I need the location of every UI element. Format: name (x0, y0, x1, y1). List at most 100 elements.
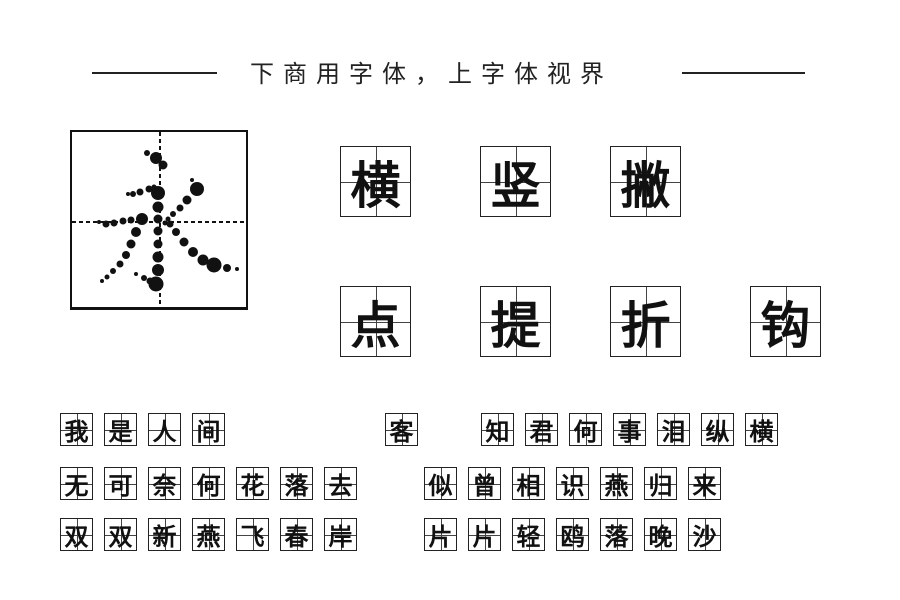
character-glyph: 客 (389, 417, 414, 446)
character-glyph: 相 (516, 471, 541, 500)
poem-char-box: 鸥 (556, 518, 589, 551)
divider-left (92, 72, 217, 74)
poem-char-box: 相 (512, 467, 545, 500)
poem-char-box: 岸 (324, 518, 357, 551)
poem-char-box: 知 (481, 413, 514, 446)
character-glyph: 横 (350, 155, 401, 215)
character-glyph: 晚 (648, 522, 673, 551)
character-glyph: 归 (648, 471, 673, 500)
character-glyph: 轻 (516, 522, 541, 551)
character-glyph: 提 (490, 295, 541, 355)
character-glyph: 曾 (472, 471, 497, 500)
poem-char-box: 事 (613, 413, 646, 446)
poem-char-box: 客 (385, 413, 418, 446)
character-glyph: 我 (64, 417, 89, 446)
poem-char-box: 归 (644, 467, 677, 500)
poem-char-box: 何 (569, 413, 602, 446)
character-glyph: 奈 (152, 471, 177, 500)
character-glyph: 来 (692, 471, 717, 500)
character-glyph: 鸥 (560, 522, 585, 551)
poem-char-box: 飞 (236, 518, 269, 551)
poem-char-box: 来 (688, 467, 721, 500)
character-glyph: 何 (196, 471, 221, 500)
poem-char-box: 春 (280, 518, 313, 551)
poem-char-box: 双 (104, 518, 137, 551)
stroke-example-box: 点 (340, 286, 411, 357)
poem-char-box: 片 (468, 518, 501, 551)
page-title: 下商用字体，上字体视界 (250, 60, 613, 88)
character-glyph: 沙 (692, 522, 717, 551)
poem-char-box: 似 (424, 467, 457, 500)
poem-char-box: 花 (236, 467, 269, 500)
poem-char-box: 可 (104, 467, 137, 500)
character-glyph: 横 (749, 417, 774, 446)
stroke-example-box: 竖 (480, 146, 551, 217)
character-glyph: 知 (485, 417, 510, 446)
poem-char-box: 是 (104, 413, 137, 446)
character-glyph: 似 (428, 471, 453, 500)
character-glyph: 落 (284, 471, 309, 500)
poem-char-box: 横 (745, 413, 778, 446)
character-glyph: 事 (617, 417, 642, 446)
poem-char-box: 奈 (148, 467, 181, 500)
poem-char-box: 无 (60, 467, 93, 500)
poem-char-box: 识 (556, 467, 589, 500)
character-glyph: 钩 (760, 295, 811, 355)
yong-character-icon (72, 132, 248, 309)
poem-char-box: 双 (60, 518, 93, 551)
stroke-example-box: 横 (340, 146, 411, 217)
character-glyph: 燕 (196, 522, 221, 551)
poem-char-box: 纵 (701, 413, 734, 446)
character-glyph: 新 (152, 522, 177, 551)
character-glyph: 点 (350, 295, 401, 355)
poem-char-box: 落 (600, 518, 633, 551)
poem-char-box: 间 (192, 413, 225, 446)
poem-char-box: 何 (192, 467, 225, 500)
character-glyph: 是 (108, 417, 133, 446)
poem-char-box: 沙 (688, 518, 721, 551)
character-glyph: 无 (64, 471, 89, 500)
character-glyph: 片 (428, 522, 453, 551)
poem-char-box: 人 (148, 413, 181, 446)
character-glyph: 人 (152, 417, 177, 446)
character-glyph: 间 (196, 417, 221, 446)
poem-char-box: 晚 (644, 518, 677, 551)
character-glyph: 可 (108, 471, 133, 500)
header: 下商用字体，上字体视界 (0, 52, 900, 92)
character-glyph: 燕 (604, 471, 629, 500)
poem-char-box: 去 (324, 467, 357, 500)
poem-char-box: 君 (525, 413, 558, 446)
character-glyph: 双 (64, 522, 89, 551)
poem-char-box: 新 (148, 518, 181, 551)
character-glyph: 君 (529, 417, 554, 446)
character-glyph: 花 (240, 471, 265, 500)
character-glyph: 撇 (620, 155, 671, 215)
divider-right (682, 72, 805, 74)
stroke-example-box: 折 (610, 286, 681, 357)
character-glyph: 何 (573, 417, 598, 446)
character-glyph: 双 (108, 522, 133, 551)
poem-char-box: 燕 (192, 518, 225, 551)
poem-char-box: 曾 (468, 467, 501, 500)
character-glyph: 春 (284, 522, 309, 551)
character-glyph: 泪 (661, 417, 686, 446)
character-glyph: 飞 (240, 522, 265, 551)
poem-char-box: 轻 (512, 518, 545, 551)
character-glyph: 落 (604, 522, 629, 551)
character-glyph: 竖 (490, 155, 541, 215)
stroke-example-box: 撇 (610, 146, 681, 217)
character-glyph: 折 (620, 295, 671, 355)
poem-char-box: 我 (60, 413, 93, 446)
character-glyph: 去 (328, 471, 353, 500)
poem-char-box: 泪 (657, 413, 690, 446)
poem-char-box: 片 (424, 518, 457, 551)
character-glyph: 岸 (328, 522, 353, 551)
stroke-example-box: 钩 (750, 286, 821, 357)
character-glyph: 纵 (705, 417, 730, 446)
poem-char-box: 燕 (600, 467, 633, 500)
main-character-grid (70, 130, 248, 310)
stroke-example-box: 提 (480, 286, 551, 357)
character-glyph: 识 (560, 471, 585, 500)
character-glyph: 片 (472, 522, 497, 551)
poem-char-box: 落 (280, 467, 313, 500)
